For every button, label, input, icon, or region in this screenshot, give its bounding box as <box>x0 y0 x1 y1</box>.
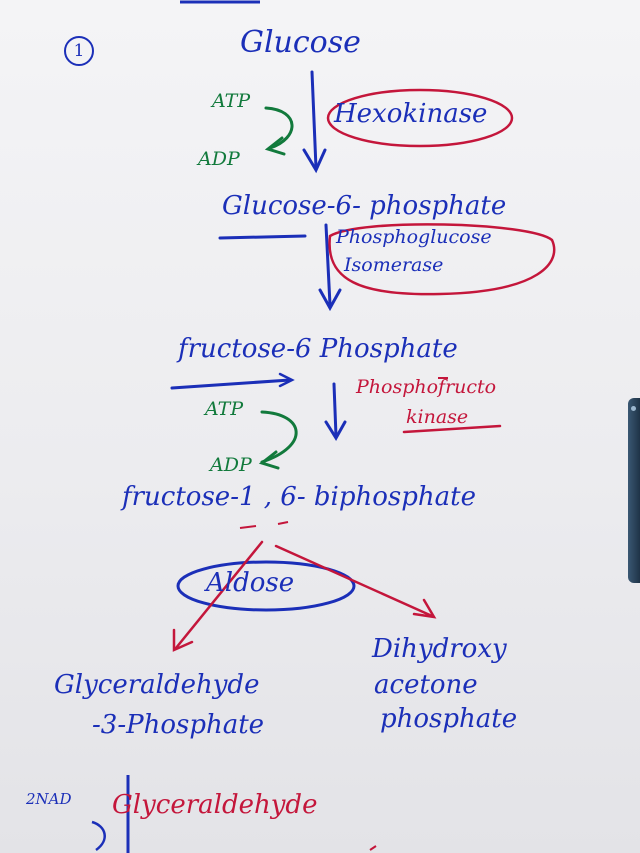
pgi-label-line1: Phosphoglucose <box>336 226 492 248</box>
g6p-label: Glucose-6- phosphate <box>222 191 507 221</box>
bottom-glyceraldehyde-label: Glyceraldehyde <box>112 790 318 820</box>
gap-label-line1: Glyceraldehyde <box>54 670 260 700</box>
dhap-label-line1: Dihydroxy <box>372 634 507 664</box>
f16bp-label: fructose-1 , 6- biphosphate <box>122 482 476 512</box>
hexokinase-label: Hexokinase <box>334 99 488 129</box>
adp-label-2: ADP <box>210 454 252 476</box>
f6p-label: fructose-6 Phosphate <box>178 334 458 364</box>
atp-label-1: ATP <box>212 90 251 112</box>
step-number-circle: 1 <box>64 36 94 66</box>
dhap-label-line2: acetone <box>374 670 478 700</box>
nad-label: 2NAD <box>26 790 72 808</box>
glucose-label: Glucose <box>240 25 361 60</box>
pgi-label-line2: Isomerase <box>344 254 444 276</box>
atp-label-2: ATP <box>205 398 244 420</box>
pfk-label-line1: Phosphofructo <box>356 376 497 398</box>
step-number: 1 <box>73 41 85 61</box>
adp-label-1: ADP <box>198 148 240 170</box>
camera-dot <box>631 406 636 411</box>
gap-label-line2: -3-Phosphate <box>92 710 265 740</box>
pfk-label-line2: kinase <box>406 406 469 428</box>
tablet-bezel <box>628 398 640 583</box>
dhap-label-line3: phosphate <box>380 704 518 734</box>
aldose-label: Aldose <box>206 568 295 598</box>
